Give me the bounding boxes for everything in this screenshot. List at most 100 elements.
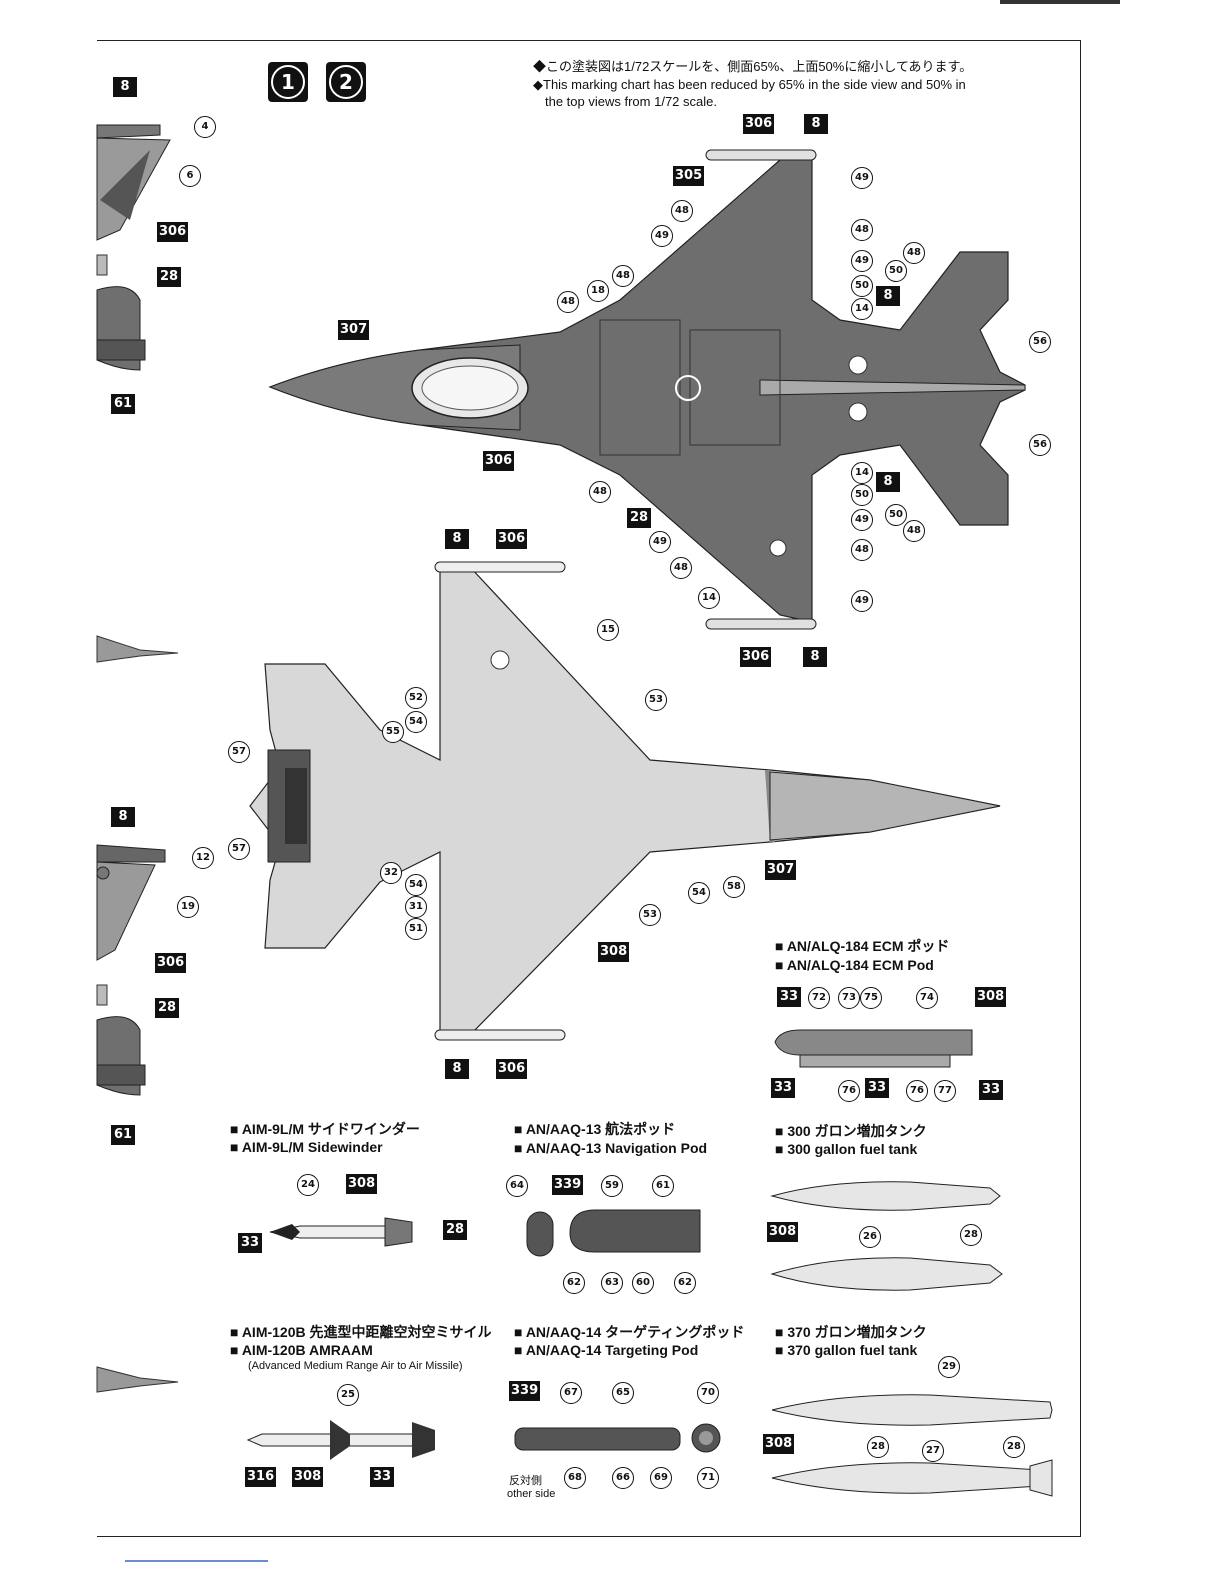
callout-circle-24: 24 (297, 1174, 319, 1196)
callout-circle-52: 52 (405, 687, 427, 709)
callout-circle-48: 48 (851, 219, 873, 241)
top-edge-bar (1000, 0, 1120, 4)
tank300-title-jp: ■ 300 ガロン増加タンク (775, 1123, 927, 1139)
callout-square-306: 306 (155, 953, 187, 973)
aim120-subtitle: (Advanced Medium Range Air to Air Missil… (248, 1360, 463, 1372)
callout-square-8: 8 (804, 114, 828, 134)
aaq14-title-en: ■ AN/AAQ-14 Targeting Pod (514, 1342, 699, 1358)
callout-circle-61: 61 (652, 1175, 674, 1197)
callout-circle-26: 26 (859, 1226, 881, 1248)
aim120-title-en: ■ AIM-120B AMRAAM (230, 1342, 373, 1358)
callout-square-306: 306 (483, 451, 515, 471)
callout-circle-14: 14 (851, 298, 873, 320)
callout-circle-54: 54 (405, 874, 427, 896)
callout-square-33: 33 (370, 1467, 394, 1487)
scale-note-en-1: ◆This marking chart has been reduced by … (533, 77, 966, 92)
callout-square-305: 305 (673, 166, 705, 186)
callout-circle-58: 58 (723, 876, 745, 898)
aaq14-title-jp: ■ AN/AAQ-14 ターゲティングポッド (514, 1324, 745, 1340)
top-view-aircraft (268, 149, 1026, 630)
left-missile-tip-bottom (96, 1366, 179, 1393)
callout-circle-64: 64 (506, 1175, 528, 1197)
callout-circle-56: 56 (1029, 434, 1051, 456)
callout-square-308: 308 (292, 1467, 324, 1487)
tank300-title-en: ■ 300 gallon fuel tank (775, 1141, 918, 1157)
callout-circle-32: 32 (380, 862, 402, 884)
callout-circle-67: 67 (560, 1382, 582, 1404)
callout-square-8: 8 (111, 807, 135, 827)
callout-circle-19: 19 (177, 896, 199, 918)
callout-circle-27: 27 (922, 1440, 944, 1462)
callout-circle-69: 69 (650, 1467, 672, 1489)
callout-square-28: 28 (157, 267, 181, 287)
callout-circle-48: 48 (670, 557, 692, 579)
left-missile-tip-top (96, 635, 179, 663)
ecm-pod-drawing (774, 1029, 973, 1068)
callout-square-61: 61 (111, 1125, 135, 1145)
scale-note-en-2: the top views from 1/72 scale. (545, 94, 717, 109)
callout-circle-48: 48 (557, 291, 579, 313)
callout-square-33: 33 (979, 1080, 1003, 1100)
bottom-view-aircraft (249, 561, 1001, 1041)
page-frame (97, 40, 1081, 1537)
callout-circle-15: 15 (597, 619, 619, 641)
callout-circle-49: 49 (851, 250, 873, 272)
side-view-fragment-bottom (96, 844, 166, 1096)
callout-square-8: 8 (445, 529, 469, 549)
callout-circle-63: 63 (601, 1272, 623, 1294)
callout-circle-62: 62 (674, 1272, 696, 1294)
callout-square-28: 28 (155, 998, 179, 1018)
callout-circle-57: 57 (228, 741, 250, 763)
callout-circle-18: 18 (587, 280, 609, 302)
callout-circle-49: 49 (651, 225, 673, 247)
callout-square-306: 306 (740, 647, 772, 667)
callout-square-8: 8 (803, 647, 827, 667)
callout-square-308: 308 (975, 987, 1007, 1007)
callout-circle-73: 73 (838, 987, 860, 1009)
callout-square-8: 8 (876, 286, 900, 306)
callout-circle-53: 53 (645, 689, 667, 711)
callout-circle-71: 71 (697, 1467, 719, 1489)
callout-square-33: 33 (865, 1078, 889, 1098)
callout-circle-14: 14 (851, 462, 873, 484)
callout-circle-31: 31 (405, 896, 427, 918)
callout-circle-76: 76 (906, 1080, 928, 1102)
callout-circle-28: 28 (867, 1436, 889, 1458)
aim9-title-en: ■ AIM-9L/M Sidewinder (230, 1139, 383, 1155)
callout-square-306: 306 (496, 529, 528, 549)
callout-circle-60: 60 (632, 1272, 654, 1294)
callout-circle-72: 72 (808, 987, 830, 1009)
ecm-title-jp: ■ AN/ALQ-184 ECM ポッド (775, 938, 950, 954)
callout-circle-57: 57 (228, 838, 250, 860)
callout-square-33: 33 (771, 1078, 795, 1098)
callout-square-308: 308 (346, 1174, 378, 1194)
callout-square-339: 339 (552, 1175, 584, 1195)
callout-square-61: 61 (111, 394, 135, 414)
ecm-title-en: ■ AN/ALQ-184 ECM Pod (775, 957, 934, 973)
callout-square-307: 307 (338, 320, 370, 340)
callout-square-8: 8 (445, 1059, 469, 1079)
aaq14-drawing (514, 1423, 721, 1453)
callout-square-306: 306 (157, 222, 189, 242)
aaq13-drawing (526, 1209, 701, 1257)
aim120-title-jp: ■ AIM-120B 先進型中距離空対空ミサイル (230, 1324, 492, 1340)
tank370-title-jp: ■ 370 ガロン増加タンク (775, 1324, 927, 1340)
tank370-drawing (771, 1394, 1053, 1497)
callout-circle-55: 55 (382, 721, 404, 743)
tank370-title-en: ■ 370 gallon fuel tank (775, 1342, 918, 1358)
callout-circle-62: 62 (563, 1272, 585, 1294)
callout-circle-28: 28 (1003, 1436, 1025, 1458)
callout-circle-50: 50 (851, 275, 873, 297)
scheme-badge-2: 2 (326, 62, 366, 102)
callout-circle-25: 25 (337, 1384, 359, 1406)
aim9-drawing (269, 1217, 413, 1247)
callout-square-306: 306 (743, 114, 775, 134)
callout-circle-54: 54 (405, 711, 427, 733)
other-side-label-jp: 反対側 (509, 1475, 542, 1487)
callout-square-308: 308 (767, 1222, 799, 1242)
callout-circle-50: 50 (885, 504, 907, 526)
callout-circle-48: 48 (851, 539, 873, 561)
callout-square-306: 306 (496, 1059, 528, 1079)
callout-circle-12: 12 (192, 847, 214, 869)
